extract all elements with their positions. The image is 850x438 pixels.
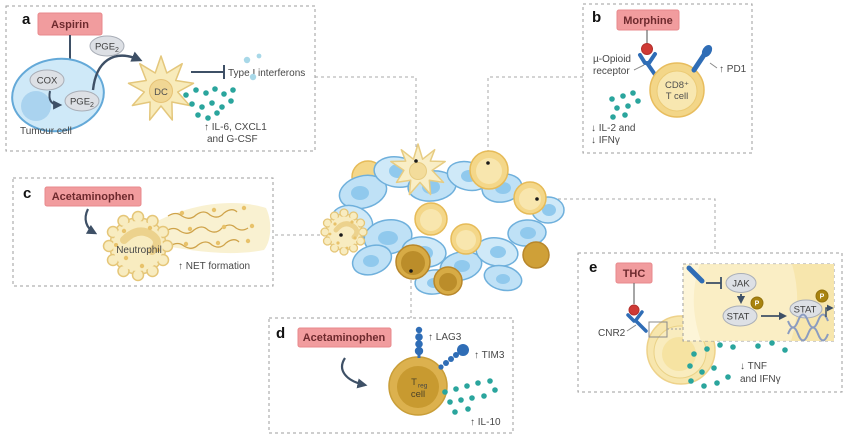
cytokines-e-line2: and IFNγ [740, 374, 781, 385]
panel-a: a Aspirin COX PGE 2 Tumour cell PGE 2 DC… [5, 5, 316, 152]
acetaminophen-d-label: Acetaminophen [303, 332, 386, 344]
transcription-arrow [825, 304, 834, 317]
cd8-line1: CD8⁺ [665, 80, 689, 91]
cytokines-b-line1: ↓ IL-2 and [591, 123, 635, 134]
neutrophil-label: Neutrophil [116, 245, 162, 256]
cytokines-e-line1: ↓ TNF [740, 361, 767, 372]
stat1-label: STAT [727, 312, 750, 323]
connector-dots [339, 159, 539, 273]
phospho2 [815, 289, 829, 303]
cnr2-receptor-shape [626, 310, 648, 333]
cytokine-dots-d [442, 378, 498, 415]
thc-label: THC [623, 268, 646, 280]
dendritic-cell-central [390, 143, 446, 196]
neutrophil-central [320, 208, 368, 256]
panel-c: c Acetaminophen [12, 177, 274, 287]
cytokine-dots-a [183, 86, 236, 121]
cytokines-b-line2: ↓ IFNγ [591, 135, 620, 146]
cytokines-a-line2: and G-CSF [207, 134, 258, 145]
phospho2-label: P [820, 294, 825, 301]
immune-cells [395, 150, 550, 296]
mu-opioid-line1: µ-Opioid [593, 54, 631, 65]
mu-opioid-receptor-shape [638, 52, 658, 78]
panel-c-letter: c [23, 185, 31, 202]
morphine-label: Morphine [623, 15, 673, 27]
acetaminophen-box-d [297, 327, 392, 348]
panel-e: e THC CNR2 JAK [577, 252, 843, 393]
cd8-t-cell: CD8⁺ T cell [649, 62, 705, 118]
arrow-cox-pge2 [48, 90, 63, 110]
arrow-acetaminophen-treg [340, 357, 368, 389]
morphine-box [616, 9, 680, 31]
pge2-oval-inner [64, 90, 100, 112]
aspirin-label: Aspirin [51, 19, 89, 31]
pd1-receptor-shape [691, 44, 713, 73]
mu-opioid-line2: receptor [593, 66, 630, 77]
treg-base: T [411, 377, 417, 388]
cytokine-dots-e [687, 340, 788, 389]
treg-line2: cell [411, 389, 425, 400]
panel-a-letter: a [22, 11, 31, 28]
tumour-cell-label: Tumour cell [20, 126, 72, 137]
phospho1-label: P [755, 301, 760, 308]
lag3-label: ↑ LAG3 [428, 332, 462, 343]
treg-sub: reg [418, 383, 428, 390]
tim3-receptor-shape [438, 344, 469, 370]
cd8-line2: T cell [666, 91, 689, 102]
cnr2-pointer [626, 324, 637, 332]
panel-b: b Morphine µ-Opioid receptor CD8⁺ T cell… [582, 3, 753, 154]
pge2-secreted-sub: 2 [115, 47, 119, 54]
panel-d-letter: d [276, 325, 285, 342]
lag3-receptor-shape [414, 326, 424, 358]
cytokines-a-line1: ↑ IL-6, CXCL1 [204, 122, 267, 133]
inhibit-line-dc-ifn [191, 65, 225, 79]
net-structure [150, 203, 271, 254]
jak-label: JAK [732, 279, 750, 290]
acetaminophen-box-c [44, 186, 142, 207]
dendritic-cell: DC [127, 55, 195, 121]
interferon-dots [243, 53, 262, 81]
stat1-oval [722, 305, 758, 327]
tumour-mass [320, 143, 565, 296]
stat2-label: STAT [794, 305, 817, 316]
thc-ligand [628, 304, 640, 316]
pd1-label: ↑ PD1 [719, 64, 747, 75]
jak-oval [725, 273, 757, 293]
neutrophil-cell: Neutrophil [102, 210, 174, 282]
pge2-oval-secreted [89, 35, 125, 57]
arrow-pge2-dc [91, 51, 143, 91]
acetaminophen-c-label: Acetaminophen [52, 191, 135, 203]
net-formation-label: ↑ NET formation [178, 261, 250, 272]
arrow-acetaminophen-neutrophil [84, 208, 98, 235]
pge2-secreted-base: PGE [95, 42, 115, 53]
inhibit-line-jak [706, 277, 722, 289]
pd1-pointer [709, 62, 718, 69]
phospho1 [750, 296, 764, 310]
tim3-label: ↑ TIM3 [474, 350, 505, 361]
panel-e-letter: e [589, 259, 597, 276]
pge2-inner-base: PGE [70, 97, 90, 108]
type-i-interferons-label: Type I interferons [228, 68, 305, 79]
panel-b-letter: b [592, 9, 601, 26]
dc-label: DC [154, 87, 168, 98]
pge2-inner-sub: 2 [90, 102, 94, 109]
treg-cell: T reg cell [388, 356, 448, 416]
inset-receptor-stub [686, 265, 705, 284]
cox-label: COX [37, 76, 58, 87]
panel-d: d Acetaminophen T reg cell ↑ LAG3 ↑ TIM3 [268, 317, 514, 434]
cox-oval [29, 69, 65, 91]
dna-helix [787, 313, 829, 342]
morphine-ligand [641, 43, 653, 55]
il10-label: ↑ IL-10 [470, 417, 501, 428]
cnr2-label: CNR2 [598, 328, 626, 339]
jak-stat-inset: JAK STAT P STAT P [682, 263, 835, 342]
cytokine-dots-b [609, 90, 641, 120]
mu-opioid-pointer [633, 64, 645, 71]
